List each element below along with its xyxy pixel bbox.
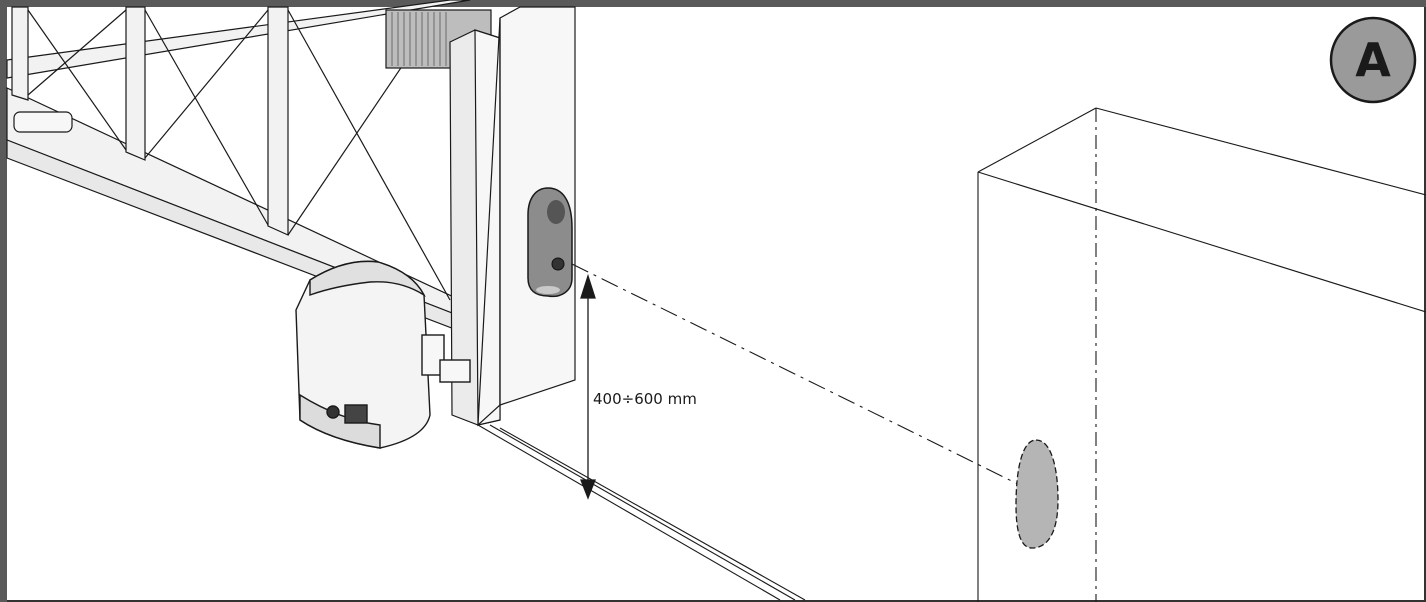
photocell-receiver-icon — [1015, 439, 1059, 549]
diagram-left-band — [0, 0, 7, 602]
diagram-top-band — [0, 0, 1426, 7]
photocell-transmitter-icon — [527, 187, 573, 298]
dimension-label: 400÷600 mm — [593, 390, 697, 408]
figure-badge-letter: A — [1355, 33, 1391, 87]
opposite-pillar — [977, 107, 1426, 602]
sliding-gate — [6, 0, 492, 336]
ground-rail — [477, 424, 806, 601]
gate-motor-icon — [295, 260, 471, 449]
figure-badge: A — [1329, 16, 1417, 104]
dimension-arrow — [580, 273, 596, 500]
photocell-beam-line — [571, 263, 1041, 496]
